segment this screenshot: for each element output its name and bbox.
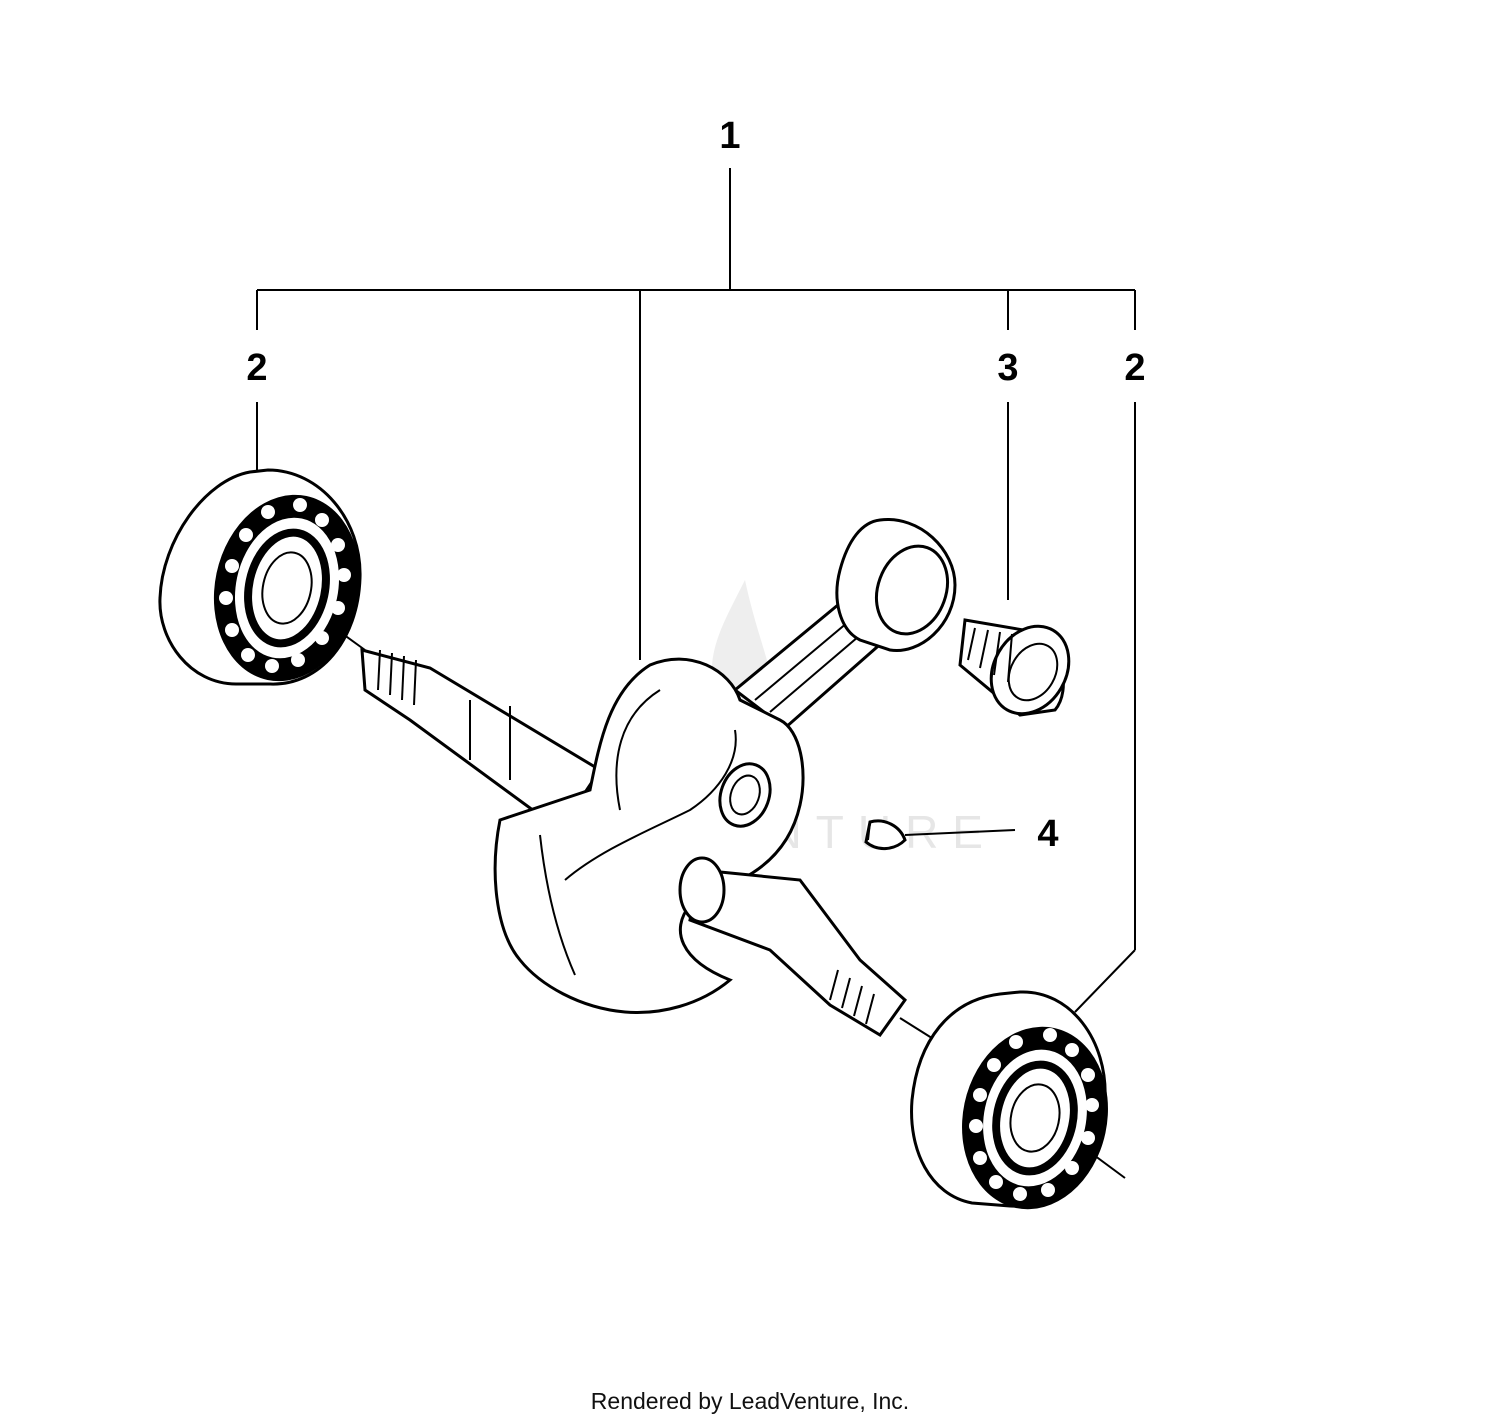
callout-4: 4: [1037, 813, 1058, 855]
crankshaft-right-shaft: [678, 856, 908, 1037]
callout-3: 3: [997, 347, 1018, 389]
footer-credit: Rendered by LeadVenture, Inc.: [590, 1388, 910, 1414]
ball-bearing-right: [910, 990, 1108, 1210]
callout-2-right: 2: [1124, 347, 1145, 389]
crankshaft-counterweight: [493, 657, 805, 1014]
ball-bearing-left: [158, 468, 362, 686]
connecting-rod: [732, 518, 957, 730]
crankshaft: [360, 518, 957, 1037]
needle-bearing: [958, 618, 1071, 717]
woodruff-key: [864, 819, 907, 850]
callout-2-left: 2: [246, 347, 267, 389]
callout-1: 1: [719, 115, 740, 157]
